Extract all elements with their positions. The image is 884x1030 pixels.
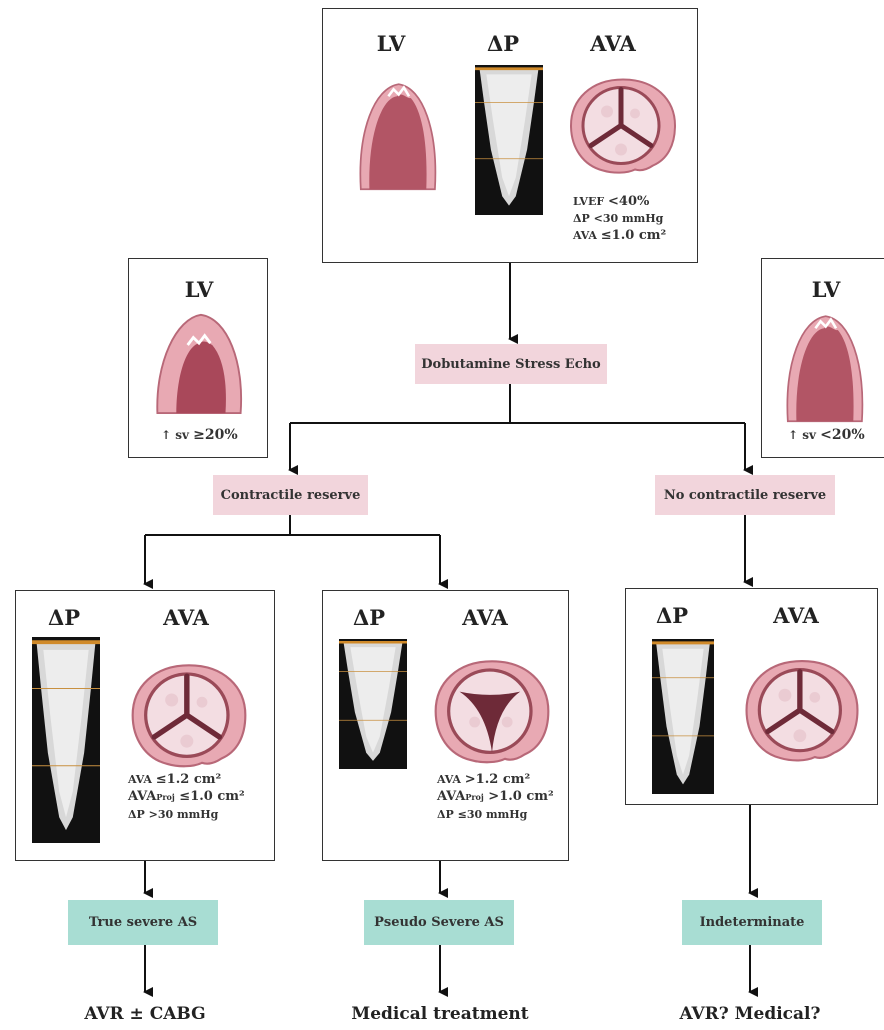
pseudo-severe-node: Pseudo Severe AS bbox=[364, 900, 514, 945]
ava-label: AVA bbox=[136, 605, 236, 630]
lv-label: LV bbox=[169, 277, 229, 302]
indeterminate-box: ΔP AVA bbox=[625, 588, 878, 805]
aortic-valve-image bbox=[563, 71, 683, 176]
aortic-valve-image bbox=[738, 653, 866, 763]
doppler-image bbox=[32, 637, 100, 843]
doppler-image bbox=[339, 639, 407, 769]
dp-label: ΔP bbox=[34, 605, 94, 630]
contractile-reserve-node: Contractile reserve bbox=[213, 475, 368, 515]
true-severe-node: True severe AS bbox=[68, 900, 218, 945]
dobutamine-stress-echo-node: Dobutamine Stress Echo bbox=[415, 344, 607, 384]
ava-label: AVA bbox=[435, 605, 535, 630]
doppler-image bbox=[652, 639, 714, 794]
aortic-valve-image-open bbox=[427, 653, 557, 765]
baseline-box: LV ΔP AVA LVEF <40% ΔP <30 mmHg AVA ≤1.0… bbox=[322, 8, 698, 263]
dp-label: ΔP bbox=[473, 31, 533, 56]
outcome-true-severe: AVR ± CABG bbox=[45, 1004, 245, 1024]
lv-label: LV bbox=[361, 31, 421, 56]
pseudo-severe-box: ΔP AVA AVA >1.2 cm² AVAProj >1.0 cm² ΔP … bbox=[322, 590, 569, 861]
sv-increase-text: ↑ sv ≥20% bbox=[161, 427, 238, 443]
pseudo-severe-criteria: AVA >1.2 cm² AVAProj >1.0 cm² ΔP ≤30 mmH… bbox=[437, 771, 554, 823]
ava-label: AVA bbox=[573, 31, 653, 56]
no-contractile-reserve-node: No contractile reserve bbox=[655, 475, 835, 515]
lv-no-contractile-box: LV ↑ sv <20% bbox=[761, 258, 884, 458]
lv-contracted-image bbox=[151, 311, 247, 415]
lv-contractile-box: LV ↑ sv ≥20% bbox=[128, 258, 268, 458]
dp-label: ΔP bbox=[642, 603, 702, 628]
dp-label: ΔP bbox=[339, 605, 399, 630]
lv-label: LV bbox=[796, 277, 856, 302]
lv-dilated-image bbox=[778, 311, 870, 423]
sv-increase-text: ↑ sv <20% bbox=[788, 427, 865, 443]
outcome-pseudo-severe: Medical treatment bbox=[330, 1004, 550, 1024]
indeterminate-node: Indeterminate bbox=[682, 900, 822, 945]
baseline-criteria: LVEF <40% ΔP <30 mmHg AVA ≤1.0 cm² bbox=[573, 193, 666, 244]
aortic-valve-image bbox=[124, 657, 254, 769]
up-arrow-icon: ↑ bbox=[788, 428, 798, 442]
ava-label: AVA bbox=[746, 603, 846, 628]
doppler-image bbox=[475, 65, 543, 215]
true-severe-criteria: AVA ≤1.2 cm² AVAProj ≤1.0 cm² ΔP >30 mmH… bbox=[128, 771, 245, 823]
true-severe-box: ΔP AVA AVA ≤1.2 cm² AVAProj ≤1.0 cm² ΔP … bbox=[15, 590, 275, 861]
up-arrow-icon: ↑ bbox=[161, 428, 171, 442]
outcome-indeterminate: AVR? Medical? bbox=[650, 1004, 850, 1024]
lv-dilated-image bbox=[353, 79, 441, 191]
